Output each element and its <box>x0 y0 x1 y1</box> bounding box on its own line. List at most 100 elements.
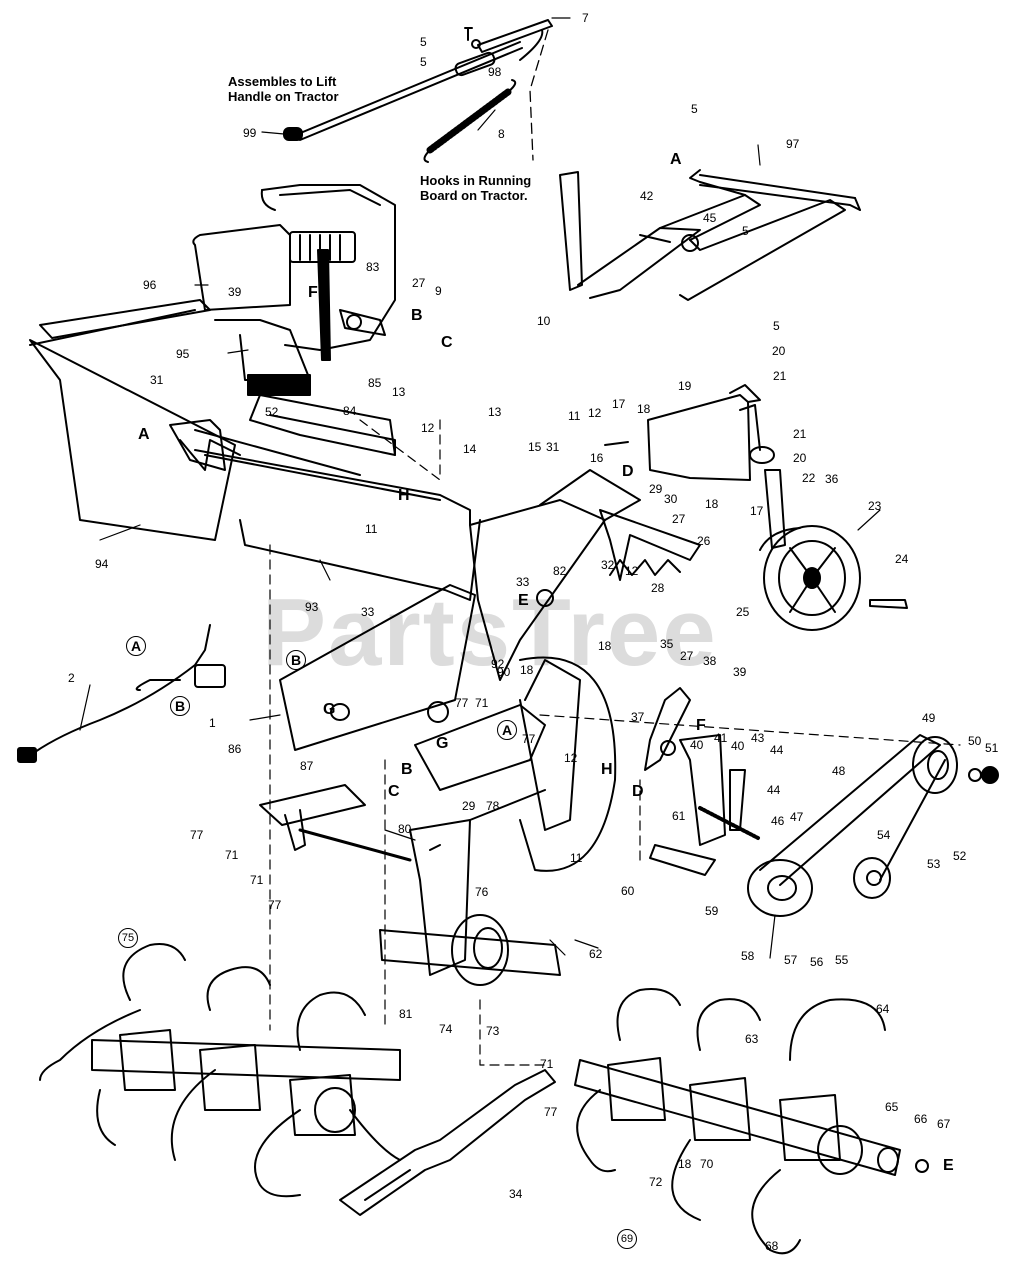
callout-27: 27 <box>680 649 694 663</box>
callout-16: 16 <box>590 451 604 465</box>
callout-71: 71 <box>225 848 239 862</box>
callout-30: 30 <box>664 492 678 506</box>
callout-55: 55 <box>835 953 849 967</box>
callout-24: 24 <box>895 552 909 566</box>
lift-handle-note-line1: Assembles to Lift <box>228 74 337 89</box>
callout-33: 33 <box>516 575 530 589</box>
callout-73: 73 <box>486 1024 500 1038</box>
callout-77: 77 <box>268 898 282 912</box>
callout-82: 82 <box>553 564 567 578</box>
callout-92: 92 <box>491 657 505 671</box>
ref-letter-D: D <box>632 783 644 800</box>
callout-93: 93 <box>305 600 319 614</box>
callout-71: 71 <box>540 1057 554 1071</box>
callout-78: 78 <box>486 799 500 813</box>
callout-49: 49 <box>922 711 936 725</box>
callout-98: 98 <box>488 65 502 79</box>
callout-11: 11 <box>365 522 378 536</box>
callout-38: 38 <box>703 654 717 668</box>
ref-letter-F: F <box>696 717 706 734</box>
callout-2: 2 <box>68 671 75 685</box>
callout-33: 33 <box>361 605 375 619</box>
callout-72: 72 <box>649 1175 663 1189</box>
watermark: PartsTree <box>262 579 718 686</box>
belt-cover <box>279 584 476 751</box>
callout-31: 31 <box>546 440 560 454</box>
callout-59: 59 <box>705 904 719 918</box>
engine <box>192 184 396 396</box>
callout-7: 7 <box>582 11 589 25</box>
callout-25: 25 <box>736 605 750 619</box>
callout-50: 50 <box>968 734 982 748</box>
drawbar-34 <box>339 1069 556 1216</box>
callout-54: 54 <box>877 828 891 842</box>
callout-12: 12 <box>588 406 602 420</box>
callout-13: 13 <box>392 385 406 399</box>
callout-13: 13 <box>488 405 502 419</box>
callout-5: 5 <box>742 224 749 238</box>
running-board-note-line1: Hooks in Running <box>420 173 532 188</box>
callout-18: 18 <box>637 402 651 416</box>
callout-64: 64 <box>876 1002 890 1016</box>
ref-letter-B: B <box>411 307 423 324</box>
callout-53: 53 <box>927 857 941 871</box>
callout-43: 43 <box>751 731 765 745</box>
callout-47: 47 <box>790 810 804 824</box>
callout-95: 95 <box>176 347 190 361</box>
callout-21: 21 <box>793 427 807 441</box>
bracket-87 <box>259 784 412 862</box>
callout-40: 40 <box>690 738 704 752</box>
callout-66: 66 <box>914 1112 928 1126</box>
callout-77: 77 <box>522 732 536 746</box>
callout-46: 46 <box>771 814 785 828</box>
callout-60: 60 <box>621 884 635 898</box>
callout-52: 52 <box>953 849 967 863</box>
ref-letter-G: G <box>323 701 336 718</box>
ref-letter-E: E <box>943 1157 954 1174</box>
wheel-bracket <box>604 384 761 481</box>
callout-27: 27 <box>672 512 686 526</box>
callout-83: 83 <box>366 260 380 274</box>
ref-letter-B: B <box>401 761 413 778</box>
callout-18: 18 <box>678 1157 692 1171</box>
callout-44: 44 <box>770 743 784 757</box>
spring <box>423 79 517 163</box>
callout-68: 68 <box>765 1239 779 1253</box>
callout-77: 77 <box>190 828 204 842</box>
lift-handle-note-line2: Handle on Tractor <box>228 89 339 104</box>
alignment-lines <box>269 419 961 1066</box>
tine-assembly-left <box>39 943 401 1198</box>
callout-57: 57 <box>784 953 798 967</box>
callout-1: 1 <box>209 716 216 730</box>
depth-bar <box>599 509 701 581</box>
ref-letter-A-circled: A <box>497 720 517 740</box>
depth-wheel <box>739 404 908 631</box>
callout-69-circled: 69 <box>617 1229 637 1249</box>
drawbar-shield <box>29 299 481 601</box>
callout-21: 21 <box>773 369 787 383</box>
lift-handle-assembly <box>283 19 553 141</box>
callout-74: 74 <box>439 1022 453 1036</box>
callout-14: 14 <box>463 442 477 456</box>
callout-15: 15 <box>528 440 542 454</box>
callout-29: 29 <box>462 799 476 813</box>
gear-housing <box>469 469 641 681</box>
callout-61: 61 <box>672 809 686 823</box>
callout-99: 99 <box>243 126 257 140</box>
ref-letter-B-circled: B <box>170 696 190 716</box>
ref-letter-C: C <box>388 783 400 800</box>
callout-10: 10 <box>537 314 551 328</box>
callout-32: 32 <box>601 558 615 572</box>
callout-76: 76 <box>475 885 489 899</box>
callout-75-circled: 75 <box>118 928 138 948</box>
callout-18: 18 <box>598 639 612 653</box>
callout-40: 40 <box>731 739 745 753</box>
ref-letter-D: D <box>622 463 634 480</box>
callout-71: 71 <box>250 873 264 887</box>
ref-letter-C: C <box>441 334 453 351</box>
callout-35: 35 <box>660 637 674 651</box>
ref-letter-G: G <box>436 735 449 752</box>
callout-27: 27 <box>412 276 426 290</box>
